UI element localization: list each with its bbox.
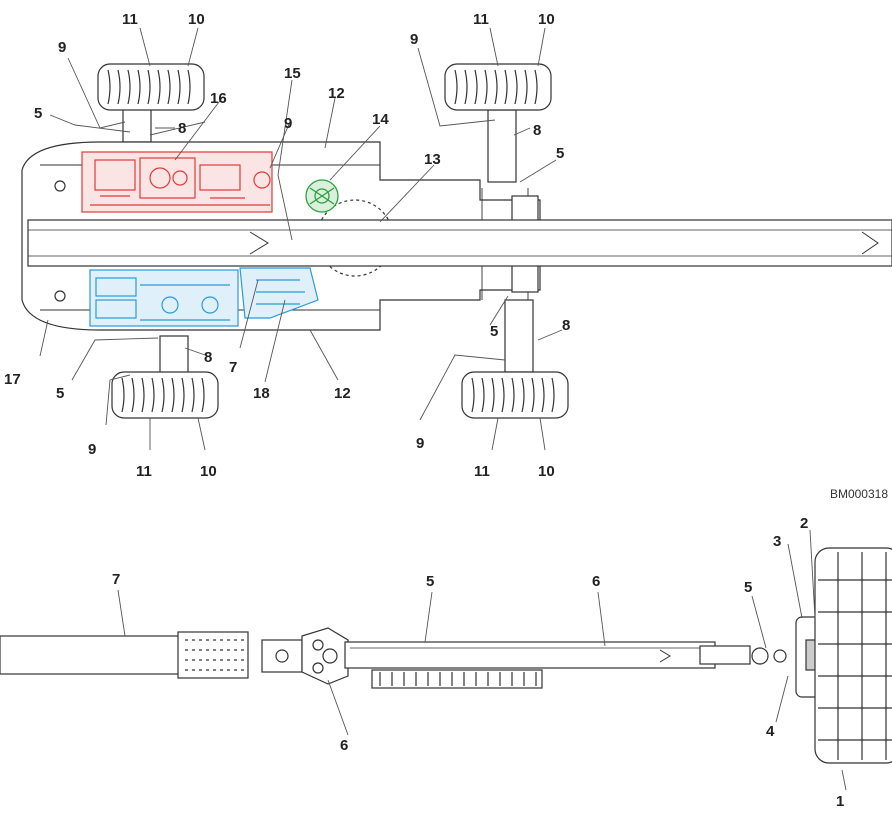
callout-6: 6 — [592, 573, 600, 590]
hydraulic-compartment — [89, 267, 319, 327]
figure-reference: BM000318 — [830, 487, 888, 501]
callout-7: 7 — [112, 571, 120, 588]
boom-top-view — [27, 219, 892, 267]
callout-9: 9 — [58, 39, 66, 56]
callout-12: 12 — [334, 385, 351, 402]
callout-2: 2 — [800, 515, 808, 532]
callout-17: 17 — [4, 371, 21, 388]
callout-8: 8 — [562, 317, 570, 334]
callout-5: 5 — [556, 145, 564, 162]
callout-12: 12 — [328, 85, 345, 102]
callout-7: 7 — [229, 359, 237, 376]
callout-5: 5 — [426, 573, 434, 590]
callout-5: 5 — [34, 105, 42, 122]
callout-11: 11 — [136, 463, 152, 480]
tire-front-right — [444, 63, 552, 111]
callout-1: 1 — [836, 793, 844, 810]
callout-6: 6 — [340, 737, 348, 754]
callout-5: 5 — [56, 385, 64, 402]
callout-13: 13 — [424, 151, 441, 168]
tire-rear-left — [111, 371, 219, 419]
callout-8: 8 — [204, 349, 212, 366]
boom-side-view — [0, 529, 892, 791]
callout-9: 9 — [416, 435, 424, 452]
callout-14: 14 — [372, 111, 389, 128]
front-right-axle — [487, 109, 517, 183]
rear-right-axle — [504, 299, 534, 373]
callout-9: 9 — [410, 31, 418, 48]
callout-5: 5 — [744, 579, 752, 596]
turntable-bearing — [305, 179, 339, 213]
callout-10: 10 — [538, 11, 555, 28]
platform-basket — [814, 547, 892, 764]
tire-front-left — [97, 63, 205, 111]
callout-8: 8 — [533, 122, 541, 139]
main-boom-tube — [0, 635, 191, 675]
callout-9: 9 — [284, 115, 292, 132]
callout-8: 8 — [178, 120, 186, 137]
callout-18: 18 — [253, 385, 270, 402]
callout-10: 10 — [200, 463, 217, 480]
callout-11: 11 — [473, 11, 489, 28]
callout-11: 11 — [474, 463, 490, 480]
engine-compartment — [81, 151, 273, 213]
callout-5: 5 — [490, 323, 498, 340]
callout-labels: 11 10 9 5 8 16 15 9 12 14 13 11 10 9 8 5… — [4, 11, 888, 810]
tire-rear-right — [461, 371, 569, 419]
callout-10: 10 — [538, 463, 555, 480]
callout-4: 4 — [766, 723, 775, 740]
callout-9: 9 — [88, 441, 96, 458]
callout-15: 15 — [284, 65, 301, 82]
boom-knuckle — [261, 627, 349, 685]
callout-11: 11 — [122, 11, 138, 28]
chassis-top-view — [21, 27, 892, 451]
leader-lines-side — [117, 529, 847, 791]
counterweight — [371, 669, 543, 689]
callout-10: 10 — [188, 11, 205, 28]
callout-16: 16 — [210, 90, 227, 107]
callout-3: 3 — [773, 533, 781, 550]
upper-boom — [344, 641, 716, 669]
leader-lines-top — [39, 27, 563, 451]
